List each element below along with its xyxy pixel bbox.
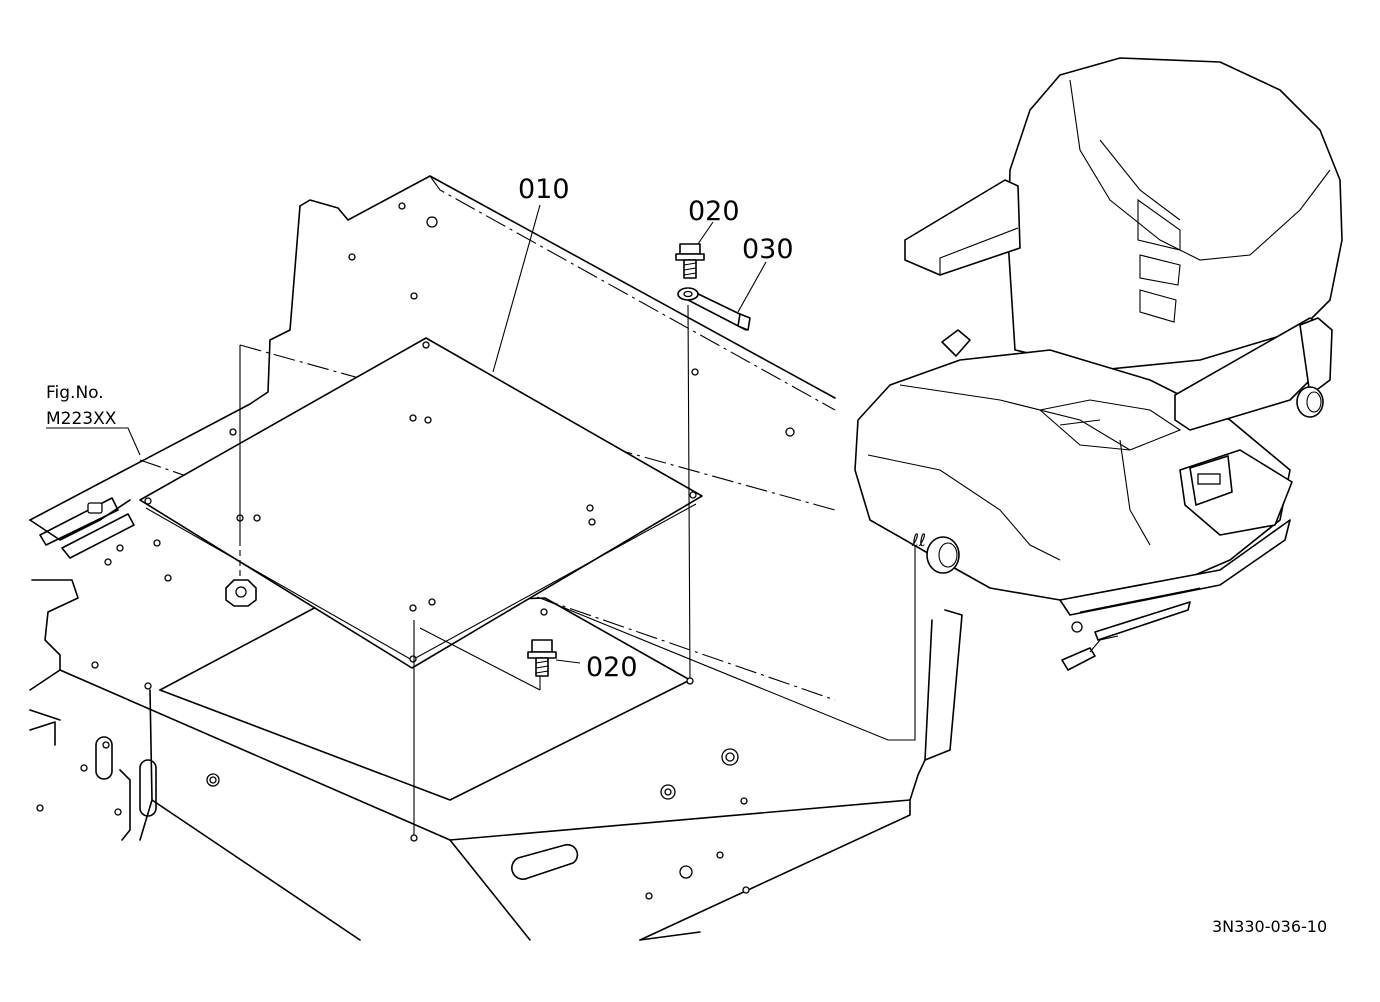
callout-020-bottom: 020 [586, 652, 638, 683]
callout-030: 030 [742, 234, 794, 265]
callout-020-top: 020 [688, 196, 740, 227]
svg-text:ℓℓ: ℓℓ [911, 531, 926, 551]
bolt-top [675, 243, 705, 279]
leader-lines [46, 204, 767, 664]
drawing-code: 3N330-036-10 [1212, 917, 1327, 936]
fig-no-label: Fig.No. [46, 383, 104, 403]
fig-no-value: M223XX [46, 409, 117, 429]
bolt-bottom [527, 639, 557, 677]
strap-plate [677, 287, 751, 331]
operator-seat: ℓℓ [854, 57, 1343, 671]
weld-nut [225, 579, 257, 607]
assembly-guides [239, 304, 694, 842]
mat-plate [139, 337, 703, 669]
callout-010: 010 [518, 174, 570, 205]
